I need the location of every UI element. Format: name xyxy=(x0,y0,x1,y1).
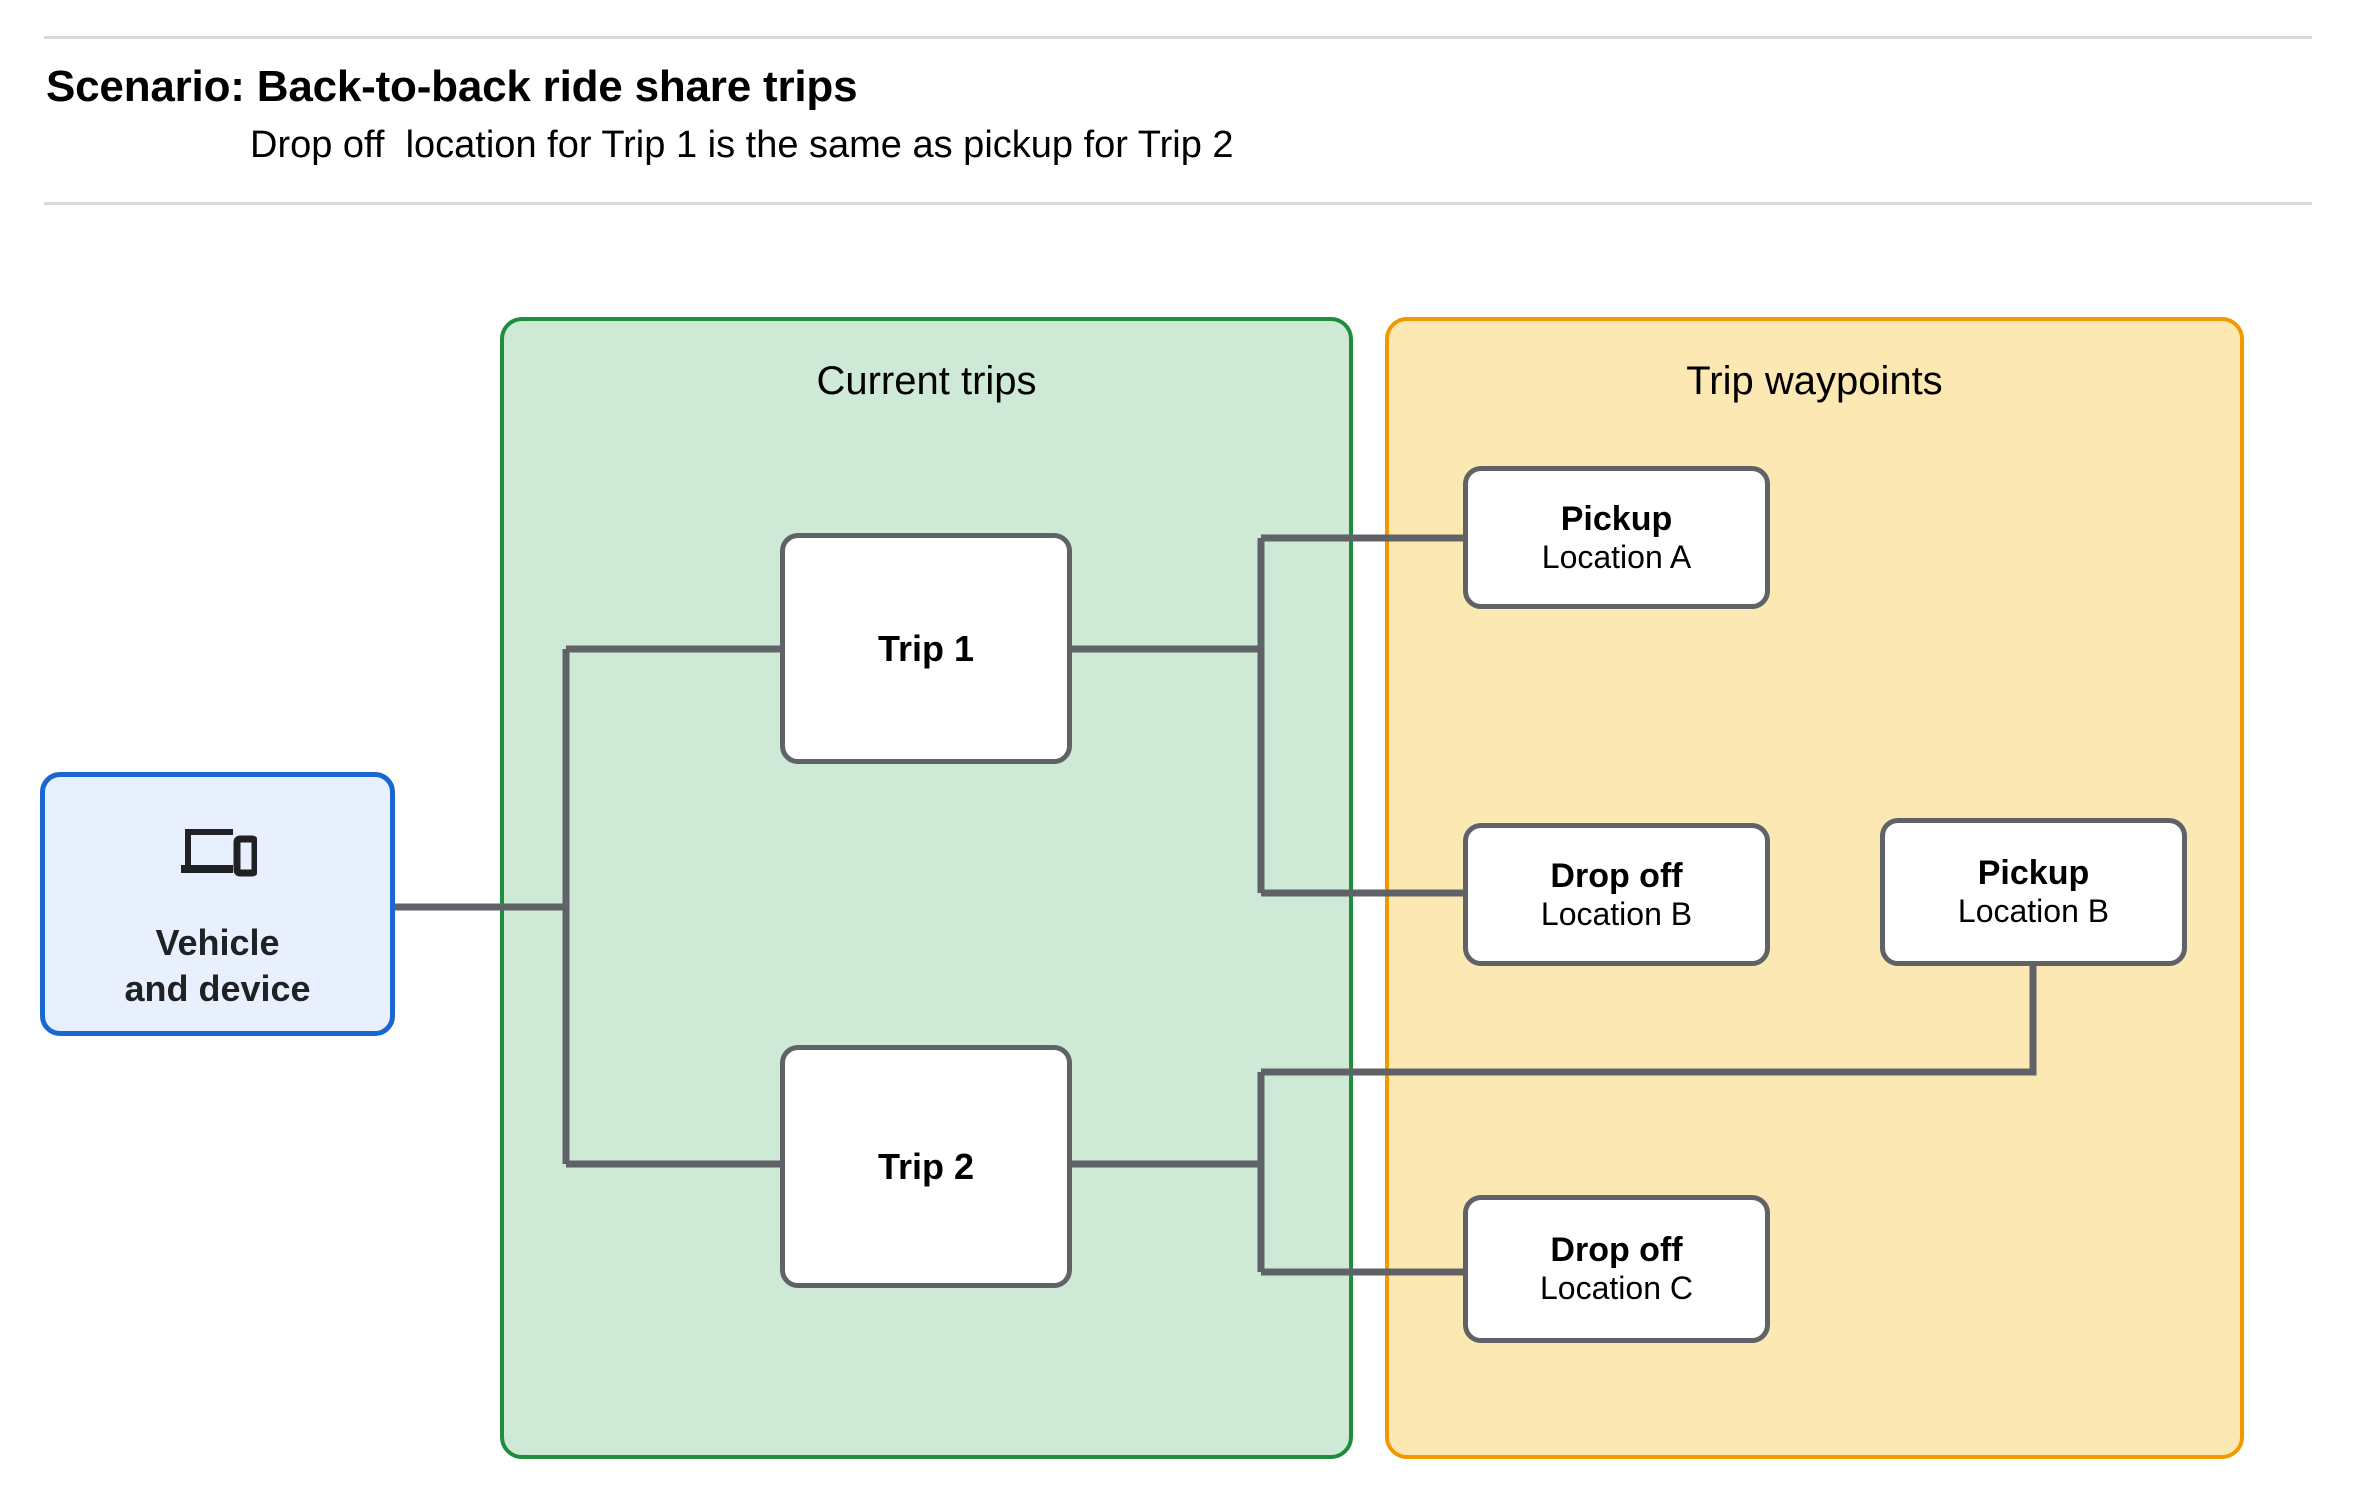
node-waypoint-pickup-b[interactable]: Pickup Location B xyxy=(1880,818,2187,966)
node-trip-1-label: Trip 1 xyxy=(877,627,975,669)
page-title: Scenario: Back-to-back ride share trips xyxy=(46,62,858,111)
node-vehicle-label: Vehicle and device xyxy=(124,922,311,1010)
header-divider-bottom xyxy=(44,202,2312,205)
node-trip-2-label: Trip 2 xyxy=(877,1145,975,1187)
waypoint-type: Drop off xyxy=(1550,1231,1683,1270)
waypoint-type: Pickup xyxy=(1977,854,2090,893)
waypoint-location: Location A xyxy=(1541,538,1692,575)
header-divider-top xyxy=(44,36,2312,39)
group-current-trips-title: Current trips xyxy=(816,359,1037,403)
page-subtitle: Drop off location for Trip 1 is the same… xyxy=(250,124,1234,166)
node-waypoint-pickup-a[interactable]: Pickup Location A xyxy=(1463,466,1770,609)
node-trip-2[interactable]: Trip 2 xyxy=(780,1045,1072,1288)
waypoint-type: Pickup xyxy=(1560,499,1673,538)
node-waypoint-dropoff-c[interactable]: Drop off Location C xyxy=(1463,1195,1770,1343)
node-waypoint-dropoff-b[interactable]: Drop off Location B xyxy=(1463,823,1770,966)
devices-icon xyxy=(179,823,258,886)
group-trip-waypoints-title: Trip waypoints xyxy=(1686,359,1943,403)
node-vehicle-and-device[interactable]: Vehicle and device xyxy=(40,772,395,1036)
waypoint-location: Location B xyxy=(1540,895,1693,932)
waypoint-location: Location B xyxy=(1957,893,2110,930)
node-trip-1[interactable]: Trip 1 xyxy=(780,533,1072,764)
waypoint-type: Drop off xyxy=(1550,856,1683,895)
waypoint-location: Location C xyxy=(1540,1270,1693,1307)
